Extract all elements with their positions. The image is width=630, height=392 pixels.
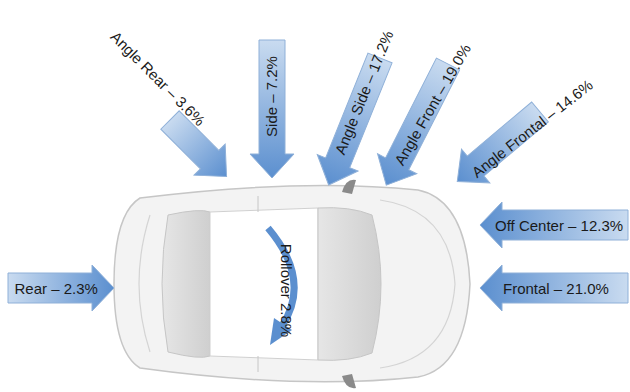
impact-label: Angle Front – 19.0% (391, 41, 472, 167)
impact-label: Angle Frontal – 14.6% (469, 76, 595, 179)
rollover-label: Rollover 2.8% (279, 243, 294, 336)
rollover-arrow (268, 228, 294, 345)
impact-arrows (8, 40, 628, 311)
impact-label: Rear – 2.3% (15, 281, 98, 296)
impact-label: Frontal – 21.0% (503, 281, 609, 296)
impact-label: Angle Side – 17.2% (332, 28, 395, 156)
impact-label: Side – 7.2% (263, 56, 278, 137)
car-body (114, 180, 470, 389)
impact-label: Off Center – 12.3% (495, 218, 623, 233)
impact-label: Angle Rear – 3.6% (108, 28, 208, 128)
